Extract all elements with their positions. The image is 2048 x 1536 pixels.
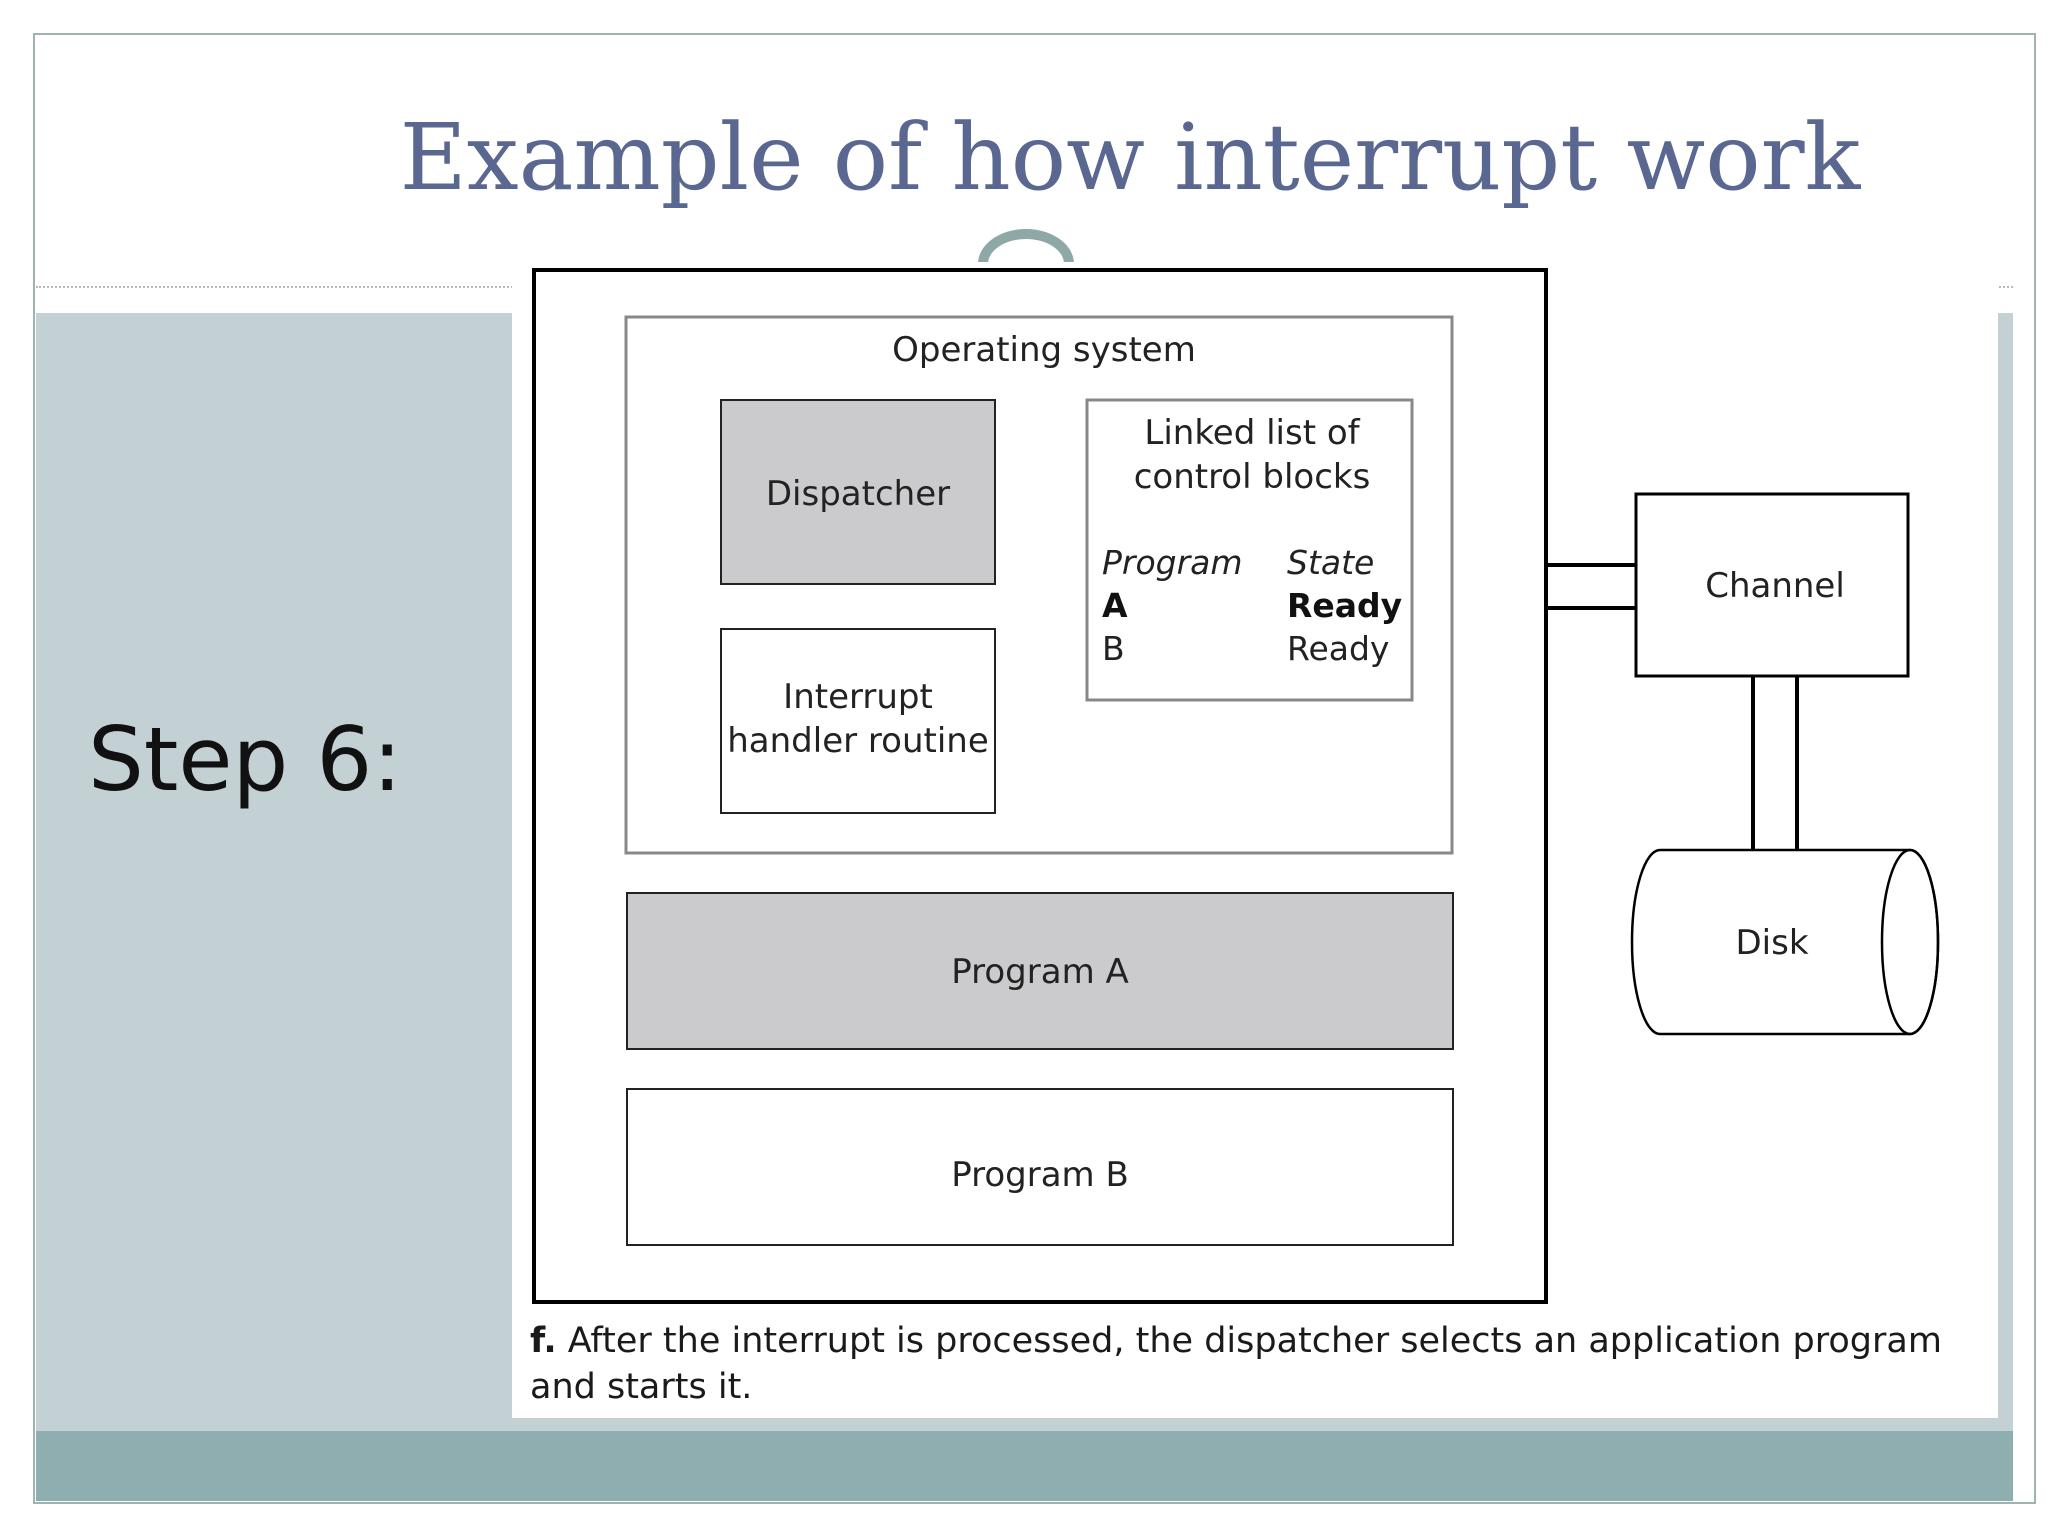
- caption-prefix: f.: [530, 1321, 557, 1361]
- dispatcher-label: Dispatcher: [766, 474, 950, 514]
- control-blocks-box: [1085, 398, 1414, 702]
- interrupt-diagram: Operating system Dispatcher Interrupt ha…: [532, 268, 1940, 1304]
- figure-panel: Operating system Dispatcher Interrupt ha…: [512, 262, 1998, 1418]
- footer-band: [36, 1431, 2013, 1501]
- channel-box: [1634, 492, 1910, 678]
- caption-text: After the interrupt is processed, the di…: [530, 1321, 1942, 1407]
- row-b-state: Ready: [1287, 629, 1389, 668]
- disk-label: Disk: [1735, 923, 1808, 963]
- table-header-program: Program: [1102, 543, 1243, 582]
- program-a-label: Program A: [951, 952, 1129, 992]
- operating-system-label: Operating system: [892, 330, 1196, 370]
- slide-title: Example of how interrupt work: [399, 104, 1861, 211]
- figure-caption: f. After the interrupt is processed, the…: [530, 1318, 1990, 1410]
- interrupt-handler-box: [720, 628, 996, 814]
- disk-icon: [1630, 848, 1940, 1036]
- channel-label: Channel: [1705, 566, 1845, 606]
- program-b-label: Program B: [951, 1155, 1129, 1195]
- program-a-box: [626, 892, 1454, 1050]
- row-a-program: A: [1102, 586, 1128, 625]
- program-b-box: [626, 1088, 1454, 1246]
- control-blocks-line1: Linked list of: [1144, 413, 1360, 453]
- row-a-state: Ready: [1287, 586, 1402, 625]
- interrupt-handler-line1: Interrupt: [783, 677, 933, 717]
- row-b-program: B: [1102, 629, 1125, 668]
- interrupt-handler-line2: handler routine: [727, 721, 989, 761]
- table-header-state: State: [1287, 543, 1374, 582]
- control-blocks-line2: control blocks: [1134, 457, 1371, 497]
- step-label: Step 6:: [88, 708, 402, 811]
- dispatcher-box: [720, 399, 996, 585]
